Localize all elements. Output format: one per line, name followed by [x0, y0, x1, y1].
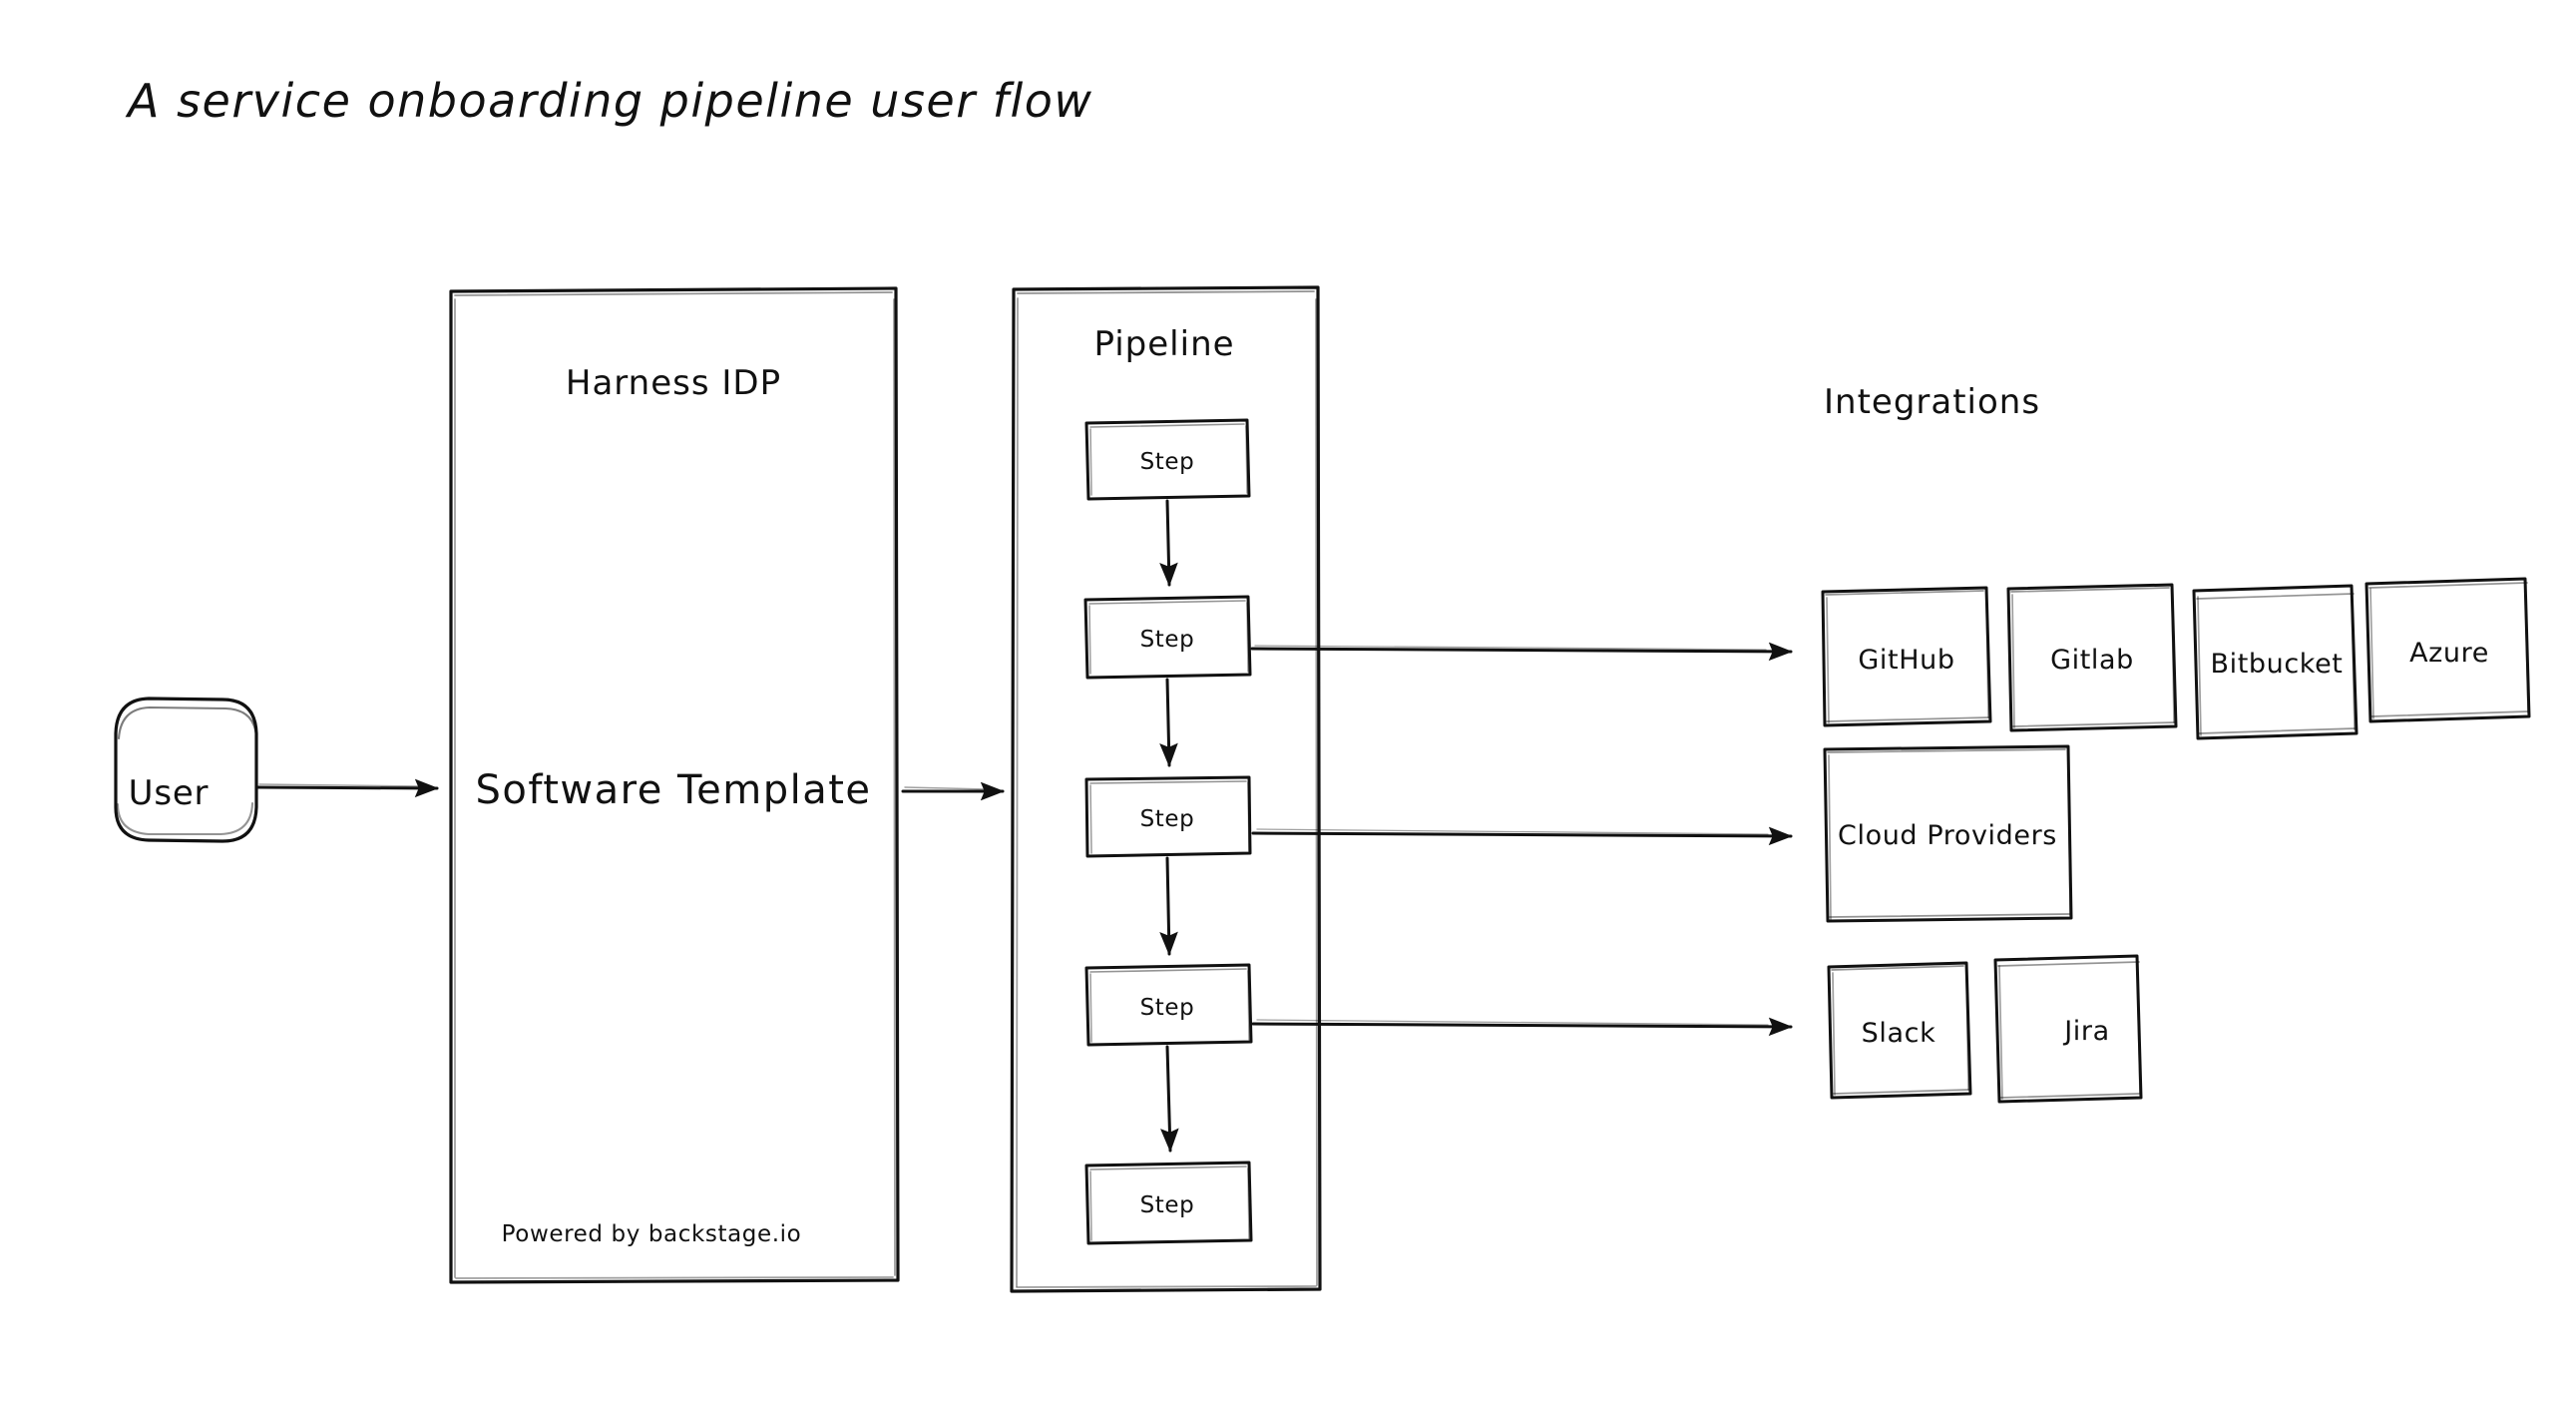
connector-user-to-harness-idp	[255, 778, 439, 798]
container-pipeline-title: Pipeline	[1093, 324, 1234, 364]
pipeline-step-4[interactable]: Step	[1084, 963, 1253, 1047]
pipeline-step-1-label: Step	[1140, 449, 1195, 475]
connector-step4-to-slack	[1251, 1017, 1793, 1037]
integration-bitbucket[interactable]: Bitbucket	[2192, 584, 2359, 740]
integration-github-label: GitHub	[1858, 645, 1954, 676]
harness-idp-software-template-label: Software Template	[475, 767, 871, 813]
connector-step2-to-step3	[1159, 678, 1178, 767]
pipeline-step-4-label: Step	[1140, 995, 1195, 1021]
container-harness-idp[interactable]: Harness IDP Software Template Powered by…	[449, 286, 900, 1284]
integration-cloud-providers-label: Cloud Providers	[1838, 820, 2057, 851]
integration-gitlab-label: Gitlab	[2050, 645, 2134, 676]
integration-github[interactable]: GitHub	[1821, 586, 1992, 727]
integration-jira[interactable]: Jira	[1993, 954, 2143, 1104]
integrations-title: Integrations	[1824, 382, 2040, 422]
integration-gitlab[interactable]: Gitlab	[2006, 583, 2178, 732]
integration-azure-label: Azure	[2409, 638, 2489, 669]
pipeline-step-2-label: Step	[1140, 627, 1195, 653]
integration-azure[interactable]: Azure	[2364, 577, 2531, 723]
connector-step3-to-cloud-providers	[1251, 826, 1793, 846]
pipeline-step-5[interactable]: Step	[1084, 1161, 1253, 1245]
connector-step2-to-source-control	[1250, 642, 1793, 662]
pipeline-step-2[interactable]: Step	[1083, 595, 1252, 680]
page-title: A service onboarding pipeline user flow	[125, 74, 1093, 128]
pipeline-step-5-label: Step	[1140, 1192, 1195, 1218]
connector-step4-to-step5	[1160, 1045, 1179, 1153]
integration-slack[interactable]: Slack	[1827, 961, 1972, 1100]
container-pipeline[interactable]: Pipeline Step Step	[1010, 285, 1322, 1293]
integration-bitbucket-label: Bitbucket	[2211, 649, 2344, 680]
node-user[interactable]: User	[114, 697, 258, 843]
container-harness-idp-title: Harness IDP	[566, 363, 781, 403]
connector-step1-to-step2	[1159, 499, 1178, 587]
connector-step3-to-step4	[1159, 856, 1178, 956]
integration-cloud-providers[interactable]: Cloud Providers	[1823, 744, 2073, 923]
integration-jira-label: Jira	[2062, 1016, 2110, 1047]
harness-idp-footnote: Powered by backstage.io	[502, 1221, 802, 1247]
pipeline-step-3-label: Step	[1140, 806, 1195, 832]
integration-slack-label: Slack	[1862, 1018, 1936, 1049]
pipeline-step-3[interactable]: Step	[1084, 775, 1252, 858]
connector-harness-idp-to-pipeline	[901, 781, 1005, 801]
pipeline-step-1[interactable]: Step	[1084, 418, 1251, 501]
node-user-label: User	[129, 773, 210, 813]
